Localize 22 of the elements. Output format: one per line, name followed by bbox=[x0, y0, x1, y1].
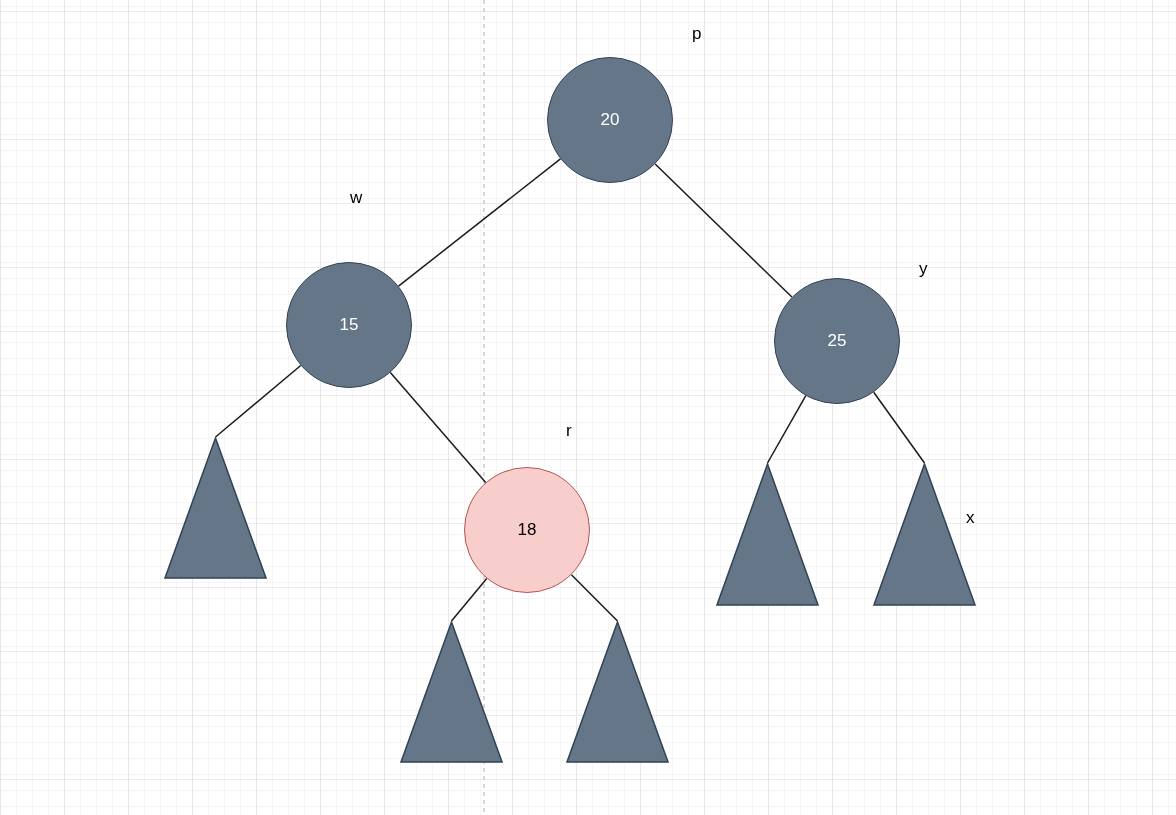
node-value: 25 bbox=[827, 330, 847, 353]
tree-edge bbox=[872, 391, 926, 464]
tree-edge bbox=[397, 158, 562, 287]
subtree-triangle bbox=[716, 463, 819, 606]
node-label: w bbox=[350, 189, 363, 206]
tree-edge bbox=[654, 163, 793, 298]
subtree-triangle bbox=[164, 437, 267, 579]
tree-edge bbox=[214, 364, 302, 438]
node-label: p bbox=[692, 25, 702, 42]
tree-edge bbox=[766, 395, 807, 464]
tree-edge bbox=[570, 573, 619, 622]
subtree-triangle bbox=[566, 621, 669, 763]
node-label: r bbox=[566, 422, 572, 439]
tree-edge bbox=[450, 577, 488, 622]
node-value: 18 bbox=[517, 519, 537, 542]
tree-edge bbox=[389, 371, 487, 484]
node-value: 20 bbox=[600, 109, 620, 132]
subtree-triangle bbox=[400, 621, 503, 763]
node-label: y bbox=[919, 260, 928, 277]
subtree-triangle bbox=[873, 463, 976, 606]
node-value: 15 bbox=[339, 314, 359, 337]
node-label: x bbox=[966, 509, 975, 526]
